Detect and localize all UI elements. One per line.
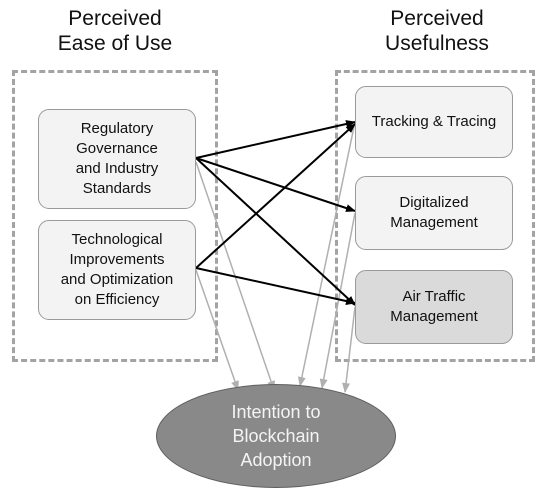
box-line: Digitalized <box>399 194 469 211</box>
outcome-text: Intention to Blockchain Adoption <box>231 400 320 472</box>
ease-of-use-group <box>12 70 218 362</box>
box-line: Management <box>390 308 478 325</box>
arrow-tracking-to-adoption <box>297 121 356 387</box>
header-line: Usefulness <box>385 32 489 55</box>
regulatory-governance-box: Regulatory Governance and Industry Stand… <box>38 109 196 209</box>
tracking-tracing-box: Tracking & Tracing <box>355 86 513 158</box>
outcome-line: Blockchain <box>232 426 320 446</box>
usefulness-group <box>335 70 535 362</box>
box-text: Digitalized Management <box>390 193 478 233</box>
arrow-regulatory-to-digitalized <box>195 157 356 212</box>
box-text: Tracking & Tracing <box>372 112 497 132</box>
perceived-ease-of-use-header: Perceived Ease of Use <box>40 6 190 56</box>
arrow-regulatory-to-air-traffic <box>195 157 356 306</box>
box-line: Regulatory <box>80 120 154 137</box>
header-line: Perceived <box>68 7 162 30</box>
box-line: Governance <box>76 140 158 157</box>
technological-improvements-box: Technological Improvements and Optimizat… <box>38 220 196 320</box>
digitalized-management-box: Digitalized Management <box>355 176 513 250</box>
box-line: Tracking & Tracing <box>371 113 497 130</box>
outcome-line: Intention to <box>231 402 321 422</box>
box-line: Air Traffic <box>402 288 466 305</box>
box-line: on Efficiency <box>74 291 160 308</box>
arrow-regulatory-to-tracking <box>195 120 356 159</box>
header-line: Ease of Use <box>57 32 173 55</box>
box-line: and Optimization <box>60 271 174 288</box>
air-traffic-management-box: Air Traffic Management <box>355 270 513 344</box>
arrow-technological-to-air-traffic <box>195 267 356 305</box>
box-line: Management <box>390 214 478 231</box>
arrow-technological-to-tracking <box>195 123 356 269</box>
arrow-technological-to-adoption <box>195 269 239 391</box>
arrow-digitalized-to-adoption <box>319 212 356 389</box>
box-text: Technological Improvements and Optimizat… <box>61 230 174 310</box>
arrow-air-traffic-to-adoption <box>342 306 356 393</box>
blockchain-adoption-ellipse: Intention to Blockchain Adoption <box>156 384 396 488</box>
box-line: Standards <box>82 180 152 197</box>
box-line: and Industry <box>75 160 159 177</box>
outcome-line: Adoption <box>240 450 312 470</box>
perceived-usefulness-header: Perceived Usefulness <box>362 6 512 56</box>
box-line: Technological <box>71 231 163 248</box>
box-line: Improvements <box>69 251 165 268</box>
box-text: Regulatory Governance and Industry Stand… <box>76 119 159 199</box>
box-text: Air Traffic Management <box>390 287 478 327</box>
header-line: Perceived <box>390 7 484 30</box>
